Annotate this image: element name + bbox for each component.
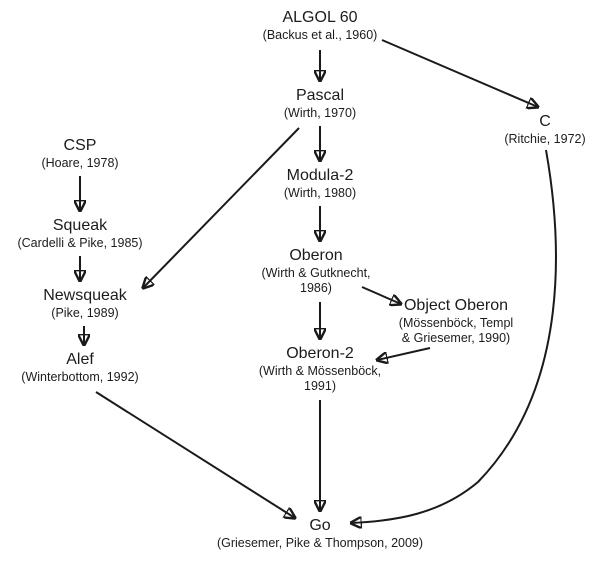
node-squeak: Squeak (Cardelli & Pike, 1985) xyxy=(17,216,142,251)
node-caption-line: (Cardelli & Pike, 1985) xyxy=(17,236,143,250)
node-pascal-caption: (Wirth, 1970) xyxy=(284,106,356,121)
node-go-caption: (Griesemer, Pike & Thompson, 2009) xyxy=(217,536,423,551)
node-c-caption: (Ritchie, 1972) xyxy=(504,132,585,147)
node-caption-line: & Griesemer, 1990) xyxy=(401,331,511,345)
node-caption-line: (Wirth, 1980) xyxy=(283,186,357,200)
edge-pascal-newsqueak xyxy=(143,127,300,288)
node-alef-label: Alef xyxy=(66,351,94,368)
node-caption-line: (Mössenböck, Templ xyxy=(398,316,514,330)
node-newsqueak-caption: (Pike, 1989) xyxy=(43,306,127,321)
node-modula2-caption: (Wirth, 1980) xyxy=(284,186,356,201)
node-algol60: ALGOL 60 (Backus et al., 1960) xyxy=(263,8,378,43)
node-caption-line: (Wirth & Gutknecht, xyxy=(261,266,371,280)
node-caption-line: (Griesemer, Pike & Thompson, 2009) xyxy=(216,536,424,550)
node-caption-line: (Hoare, 1978) xyxy=(41,156,119,170)
edge-c-go xyxy=(351,149,557,523)
node-caption-line: (Pike, 1989) xyxy=(51,306,119,320)
node-alef: Alef (Winterbottom, 1992) xyxy=(21,350,138,385)
node-oberon2-caption: (Wirth & Mössenböck, 1991) xyxy=(259,364,381,394)
node-newsqueak-label: Newsqueak xyxy=(43,287,127,304)
node-oberon2-label: Oberon-2 xyxy=(286,345,354,362)
edge-alef-go xyxy=(95,391,295,518)
node-caption-line: 1991) xyxy=(304,379,336,393)
node-algol60-label: ALGOL 60 xyxy=(282,9,358,26)
node-pascal-label: Pascal xyxy=(295,87,345,104)
node-oberon-label: Oberon xyxy=(289,247,343,264)
node-csp-caption: (Hoare, 1978) xyxy=(41,156,118,171)
node-go-label: Go xyxy=(309,517,331,534)
node-algol60-caption: (Backus et al., 1960) xyxy=(263,28,378,43)
node-caption-line: 1986) xyxy=(300,281,332,295)
node-modula2-label: Modula-2 xyxy=(286,167,354,184)
node-oberon: Oberon (Wirth & Gutknecht, 1986) xyxy=(261,246,370,296)
node-oberon-caption: (Wirth & Gutknecht, 1986) xyxy=(261,266,370,296)
edge-algol60-c xyxy=(381,39,538,107)
node-squeak-label: Squeak xyxy=(52,217,108,234)
node-modula2: Modula-2 (Wirth, 1980) xyxy=(284,166,356,201)
edge-oberon-object-oberon xyxy=(361,286,401,304)
node-csp: CSP (Hoare, 1978) xyxy=(41,136,118,171)
node-caption-line: (Wirth, 1970) xyxy=(283,106,357,120)
node-newsqueak: Newsqueak (Pike, 1989) xyxy=(43,286,127,321)
node-caption-line: (Wirth & Mössenböck, xyxy=(258,364,382,378)
node-c: C (Ritchie, 1972) xyxy=(504,112,585,147)
edge-object-oberon-oberon2 xyxy=(377,347,431,360)
node-object-oberon-label: Object Oberon xyxy=(403,297,509,314)
node-object-oberon-caption: (Mössenböck, Templ & Griesemer, 1990) xyxy=(399,316,513,346)
node-go: Go (Griesemer, Pike & Thompson, 2009) xyxy=(217,516,423,551)
node-object-oberon: Object Oberon (Mössenböck, Templ & Gries… xyxy=(399,296,513,346)
node-csp-label: CSP xyxy=(63,137,97,154)
node-caption-line: (Ritchie, 1972) xyxy=(504,132,586,146)
node-caption-line: (Backus et al., 1960) xyxy=(262,28,378,42)
node-alef-caption: (Winterbottom, 1992) xyxy=(21,370,138,385)
node-oberon2: Oberon-2 (Wirth & Mössenböck, 1991) xyxy=(259,344,381,394)
node-squeak-caption: (Cardelli & Pike, 1985) xyxy=(17,236,142,251)
node-c-label: C xyxy=(539,113,551,130)
node-pascal: Pascal (Wirth, 1970) xyxy=(284,86,356,121)
node-caption-line: (Winterbottom, 1992) xyxy=(21,370,139,384)
